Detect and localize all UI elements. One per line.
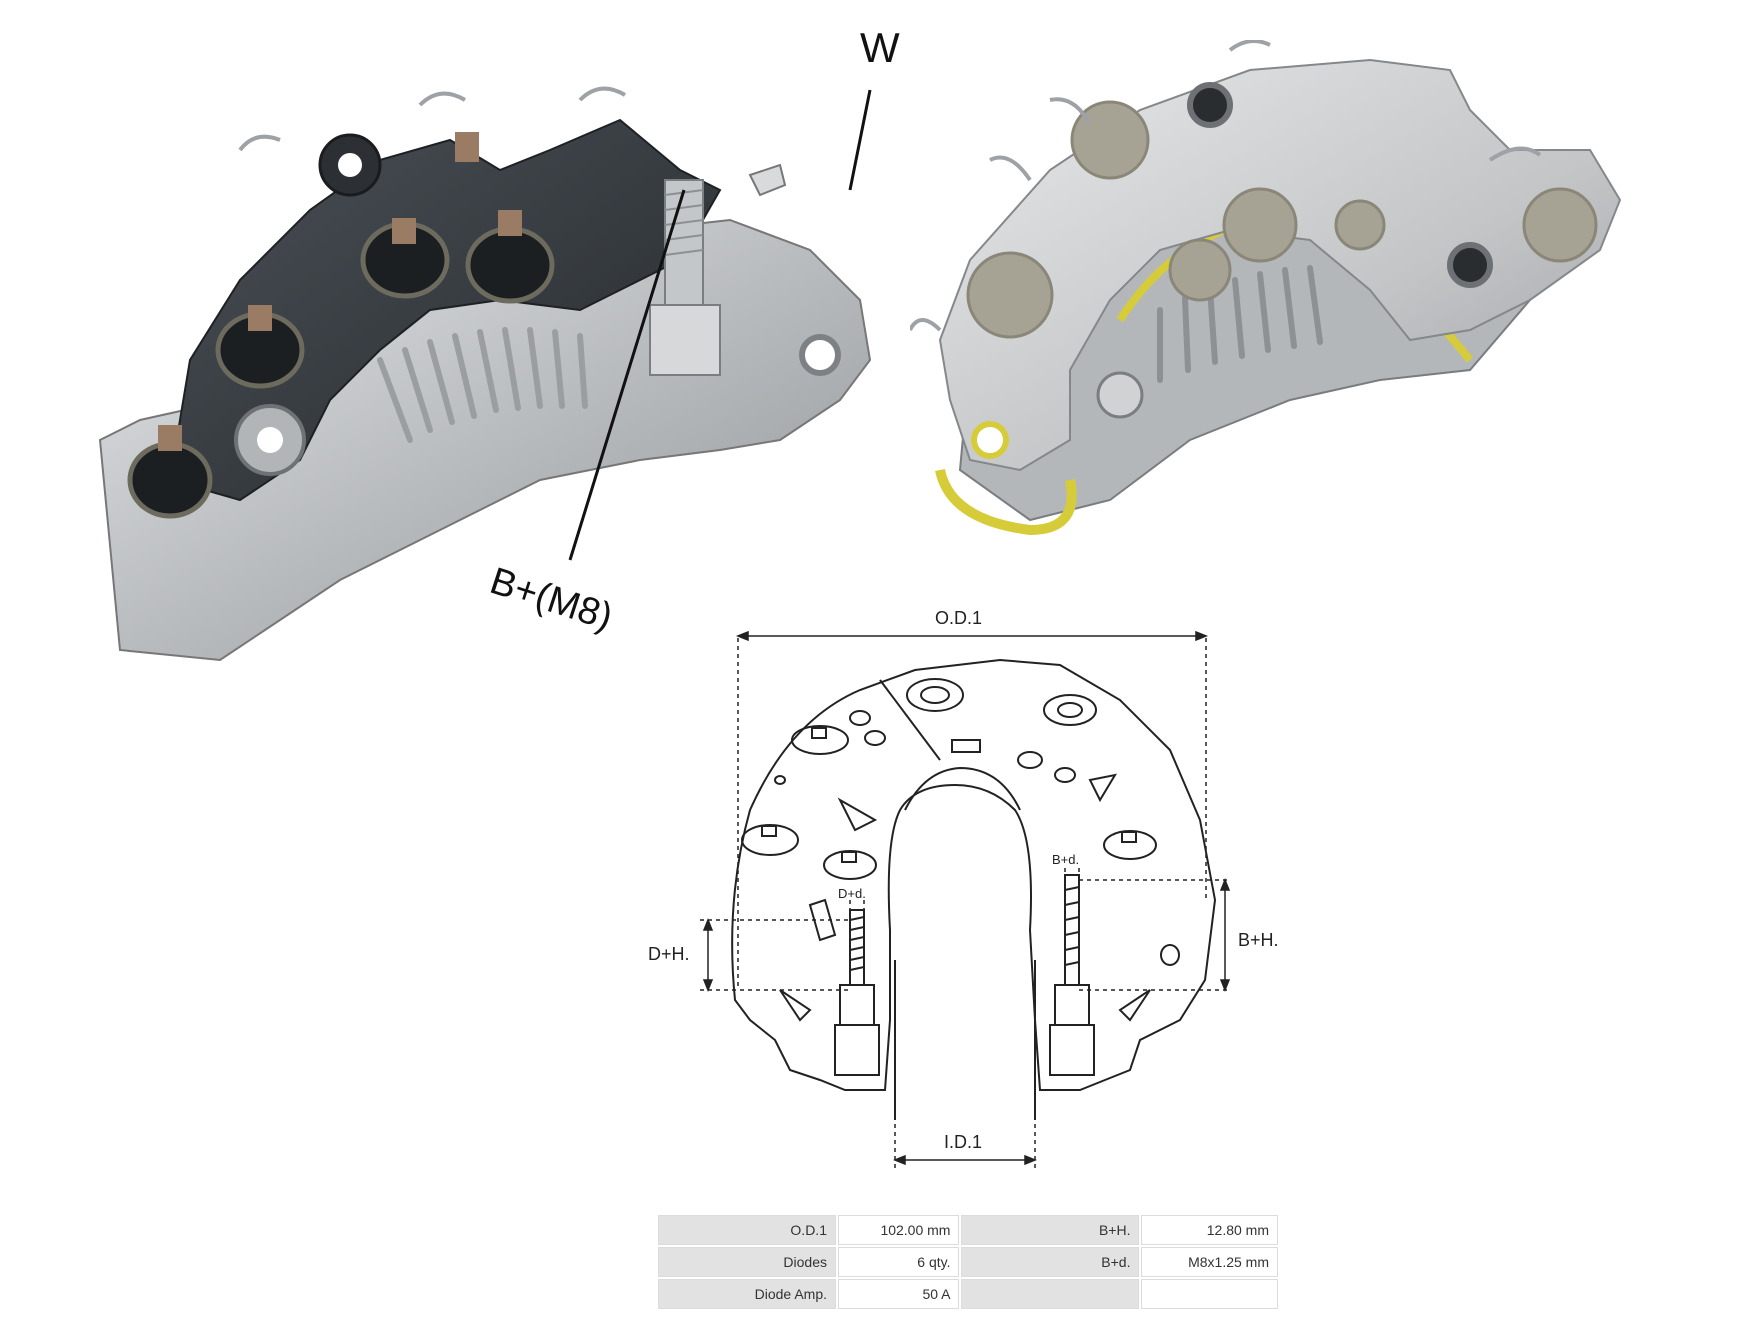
- spec-key: Diode Amp.: [658, 1279, 836, 1309]
- table-row: Diodes 6 qty. B+d. M8x1.25 mm: [658, 1247, 1278, 1277]
- spec-table: O.D.1 102.00 mm B+H. 12.80 mm Diodes 6 q…: [656, 1213, 1280, 1311]
- spec-key: O.D.1: [658, 1215, 836, 1245]
- spec-value: 102.00 mm: [838, 1215, 960, 1245]
- spec-key: B+d.: [961, 1247, 1140, 1277]
- dimension-drawing: O.D.1 I.D.1 D+H. D+d. B+H. B+d.: [648, 608, 1279, 1170]
- spec-value: 50 A: [838, 1279, 960, 1309]
- spec-key: [961, 1279, 1140, 1309]
- d-plus-h-label: D+H.: [648, 944, 690, 964]
- spec-key: Diodes: [658, 1247, 836, 1277]
- spec-value: 6 qty.: [838, 1247, 960, 1277]
- spec-key: B+H.: [961, 1215, 1140, 1245]
- w-terminal-callout: W: [860, 24, 900, 71]
- id1-label: I.D.1: [944, 1132, 982, 1152]
- spec-value: 12.80 mm: [1141, 1215, 1278, 1245]
- rectifier-front-photo: [98, 86, 872, 662]
- spec-value: M8x1.25 mm: [1141, 1247, 1278, 1277]
- table-row: Diode Amp. 50 A: [658, 1279, 1278, 1309]
- d-plus-d-label: D+d.: [838, 886, 866, 901]
- b-plus-h-label: B+H.: [1238, 930, 1279, 950]
- spec-value: [1141, 1279, 1278, 1309]
- b-plus-d-label: B+d.: [1052, 852, 1079, 867]
- od1-label: O.D.1: [935, 608, 982, 628]
- table-row: O.D.1 102.00 mm B+H. 12.80 mm: [658, 1215, 1278, 1245]
- rectifier-rear-photo: [910, 40, 1622, 536]
